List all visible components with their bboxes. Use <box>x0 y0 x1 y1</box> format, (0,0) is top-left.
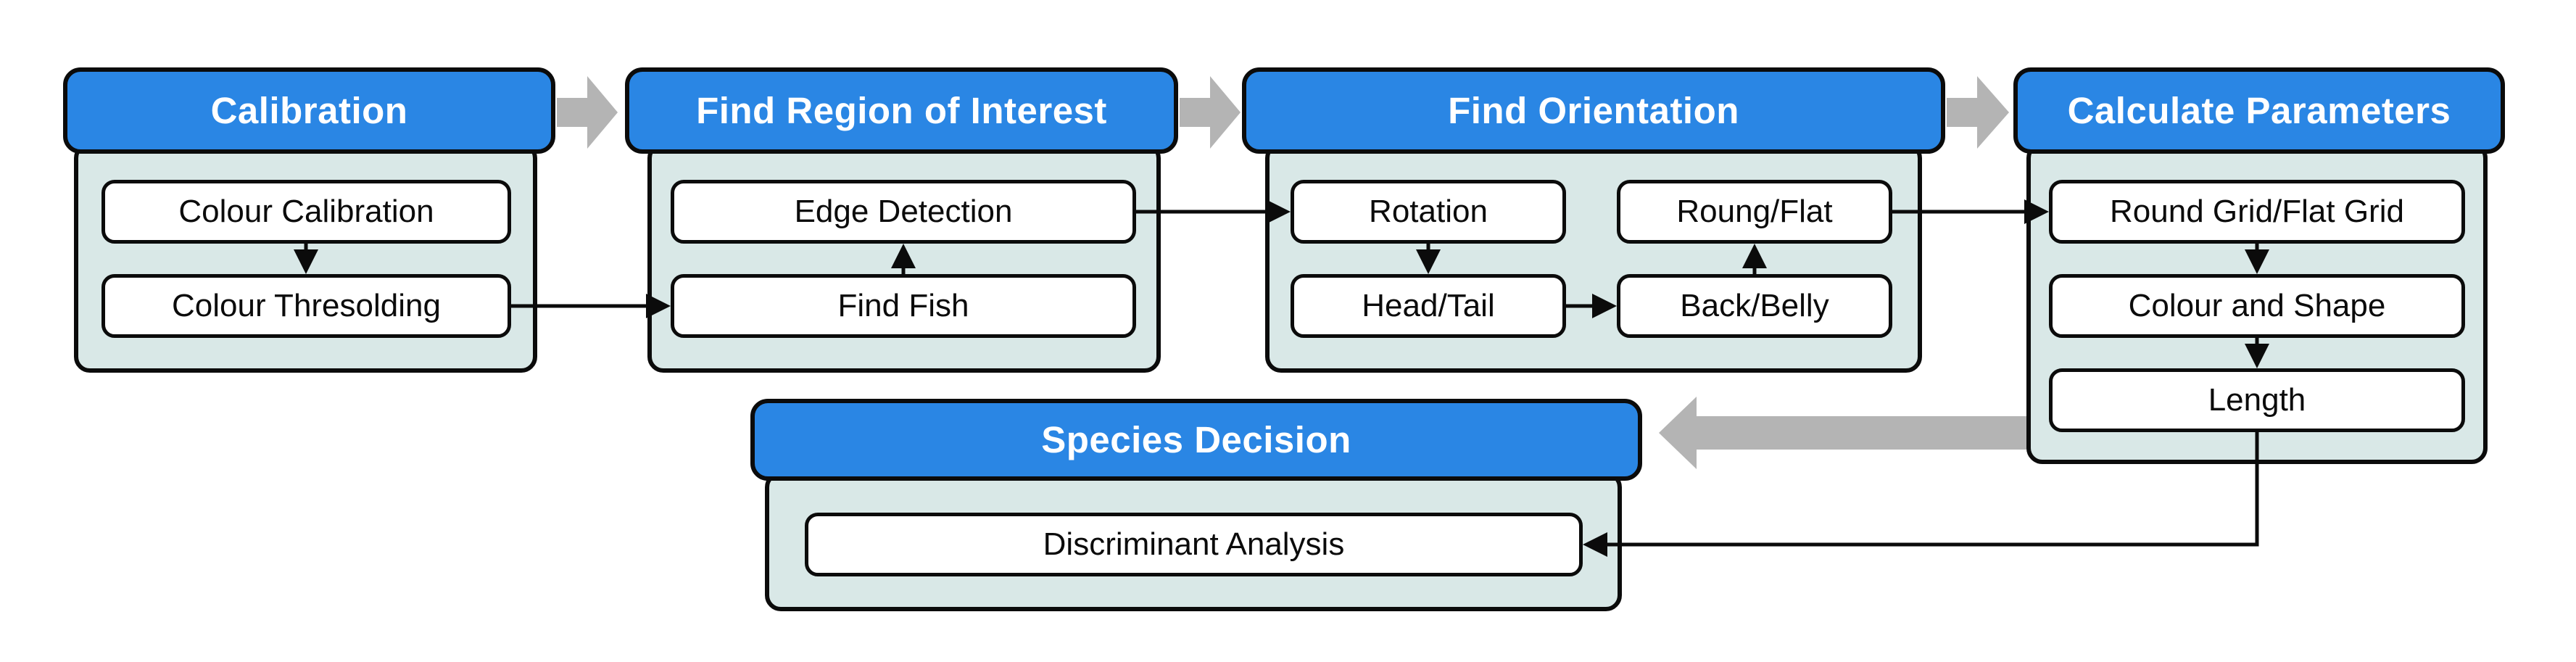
step-back-belly: Back/Belly <box>1617 274 1892 338</box>
step-discriminant-analysis: Discriminant Analysis <box>805 513 1583 576</box>
stage-arrow-find-roi-to-find-orientation <box>1180 76 1241 149</box>
block-calibration-header: Calibration <box>63 67 555 154</box>
block-species-decision-header: Species Decision <box>750 399 1642 481</box>
stage-arrow-calibration-to-find-roi <box>557 76 618 149</box>
step-roung-flat: Roung/Flat <box>1617 180 1892 244</box>
step-colour-calibration: Colour Calibration <box>102 180 511 244</box>
block-find-roi-header: Find Region of Interest <box>625 67 1178 154</box>
step-length: Length <box>2049 368 2465 432</box>
block-find-orientation-body <box>1265 142 1922 373</box>
step-find-fish: Find Fish <box>671 274 1136 338</box>
step-edge-detection: Edge Detection <box>671 180 1136 244</box>
stage-arrow-find-orientation-to-calculate-parameters <box>1947 76 2009 149</box>
step-colour-and-shape: Colour and Shape <box>2049 274 2465 338</box>
step-head-tail: Head/Tail <box>1291 274 1566 338</box>
step-colour-thresolding: Colour Thresolding <box>102 274 511 338</box>
step-round-grid-flat-grid: Round Grid/Flat Grid <box>2049 180 2465 244</box>
step-rotation: Rotation <box>1291 180 1566 244</box>
block-calculate-parameters-header: Calculate Parameters <box>2013 67 2505 154</box>
stage-arrow-calculate-parameters-to-species-decision <box>1659 397 2029 469</box>
block-find-roi-body <box>647 142 1161 373</box>
block-find-orientation-header: Find Orientation <box>1242 67 1945 154</box>
block-calibration-body <box>74 142 537 373</box>
